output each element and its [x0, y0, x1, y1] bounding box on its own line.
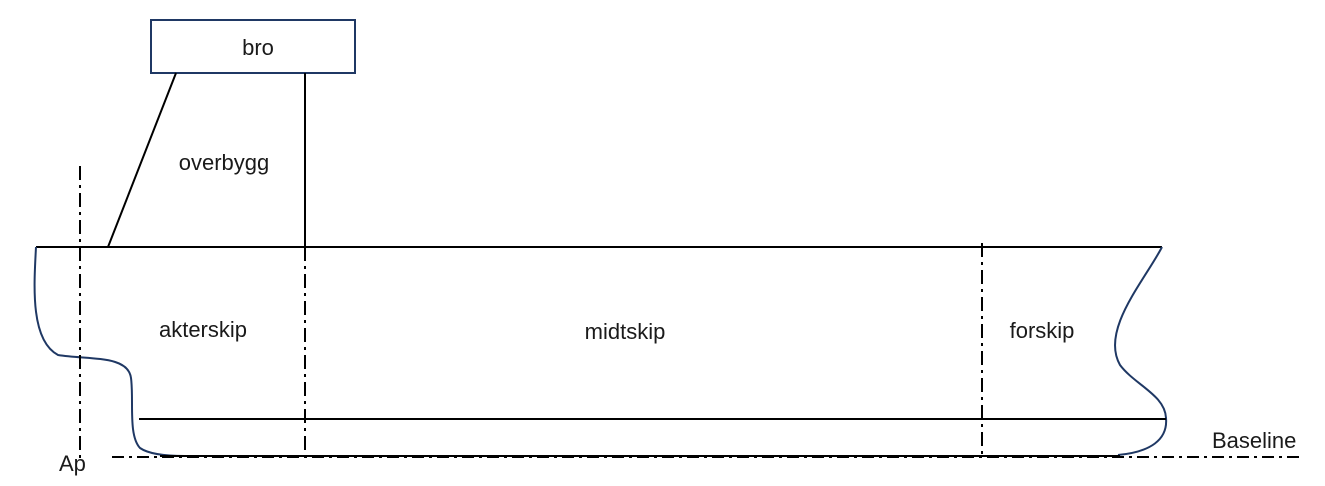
aft-perpendicular-label: Ap	[59, 451, 86, 476]
superstructure-label: overbygg	[179, 150, 270, 175]
aft-ship-label: akterskip	[159, 317, 247, 342]
stern-outline	[33, 246, 186, 457]
bow-outline	[1114, 246, 1168, 456]
bridge-label: bro	[242, 35, 274, 60]
fore-ship-label: forskip	[1010, 318, 1075, 343]
bridge-box	[150, 19, 356, 74]
midship-label: midtskip	[585, 319, 666, 344]
superstructure-aft-line	[107, 72, 177, 248]
baseline-label: Baseline	[1212, 428, 1296, 453]
